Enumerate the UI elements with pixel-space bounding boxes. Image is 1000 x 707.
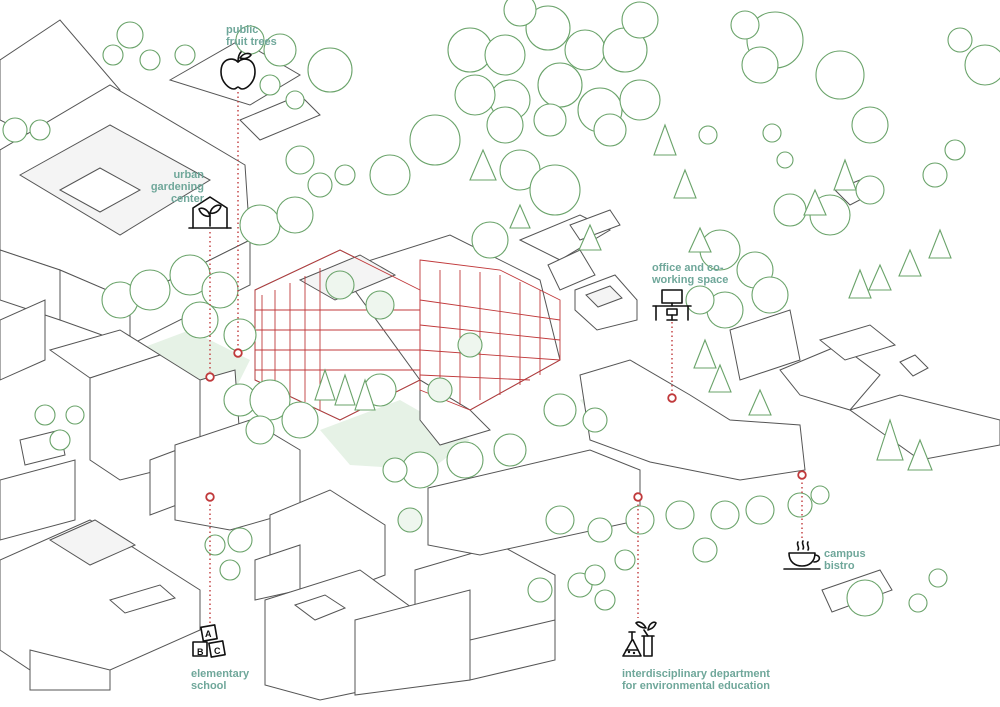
block-letter-a: A (205, 629, 212, 639)
label-line: office and co- (652, 262, 724, 274)
leader-lines (205, 92, 807, 624)
label-line: public (226, 24, 259, 36)
desk-workstation-icon (652, 289, 692, 321)
pin-school[interactable] (205, 492, 215, 502)
pin-bistro[interactable] (797, 470, 807, 480)
label-line: for environmental education (622, 680, 770, 692)
label-public-fruit-trees: public fruit trees (226, 24, 277, 48)
coffee-cup-icon (783, 540, 821, 570)
label-office-coworking: office and co- working space (652, 262, 728, 286)
pin-gardening[interactable] (205, 372, 215, 382)
label-line: working space (652, 274, 729, 286)
label-elementary-school: elementary school (191, 668, 249, 692)
pin-office[interactable] (667, 393, 677, 403)
label-line: campus (824, 548, 866, 560)
pin-fruit-trees[interactable] (233, 348, 243, 358)
label-urban-gardening-center: urban gardening center (150, 169, 204, 205)
lab-flask-plant-icon (622, 621, 657, 657)
greenhouse-sprout-icon (188, 196, 232, 229)
block-letter-c: C (214, 646, 221, 656)
label-line: elementary (191, 668, 250, 680)
trees (2, 0, 1000, 617)
building-block-south (254, 489, 556, 701)
label-line: bistro (824, 560, 855, 572)
label-line: interdisciplinary department (622, 668, 770, 680)
label-line: gardening (150, 181, 204, 193)
abc-blocks-icon (192, 624, 226, 658)
label-line: urban (173, 169, 204, 181)
building-block-south-east (427, 309, 1000, 613)
label-line: fruit trees (226, 36, 277, 48)
label-line: school (191, 680, 227, 692)
timber-grid-lines (255, 268, 561, 410)
pin-department[interactable] (633, 492, 643, 502)
label-line: center (170, 193, 204, 205)
block-letter-b: B (197, 647, 204, 657)
apple-icon (220, 51, 256, 90)
label-campus-bistro: campus bistro (824, 548, 866, 572)
label-interdisciplinary-department: interdisciplinary department for environ… (622, 668, 770, 692)
building-block-south-west (0, 519, 201, 691)
